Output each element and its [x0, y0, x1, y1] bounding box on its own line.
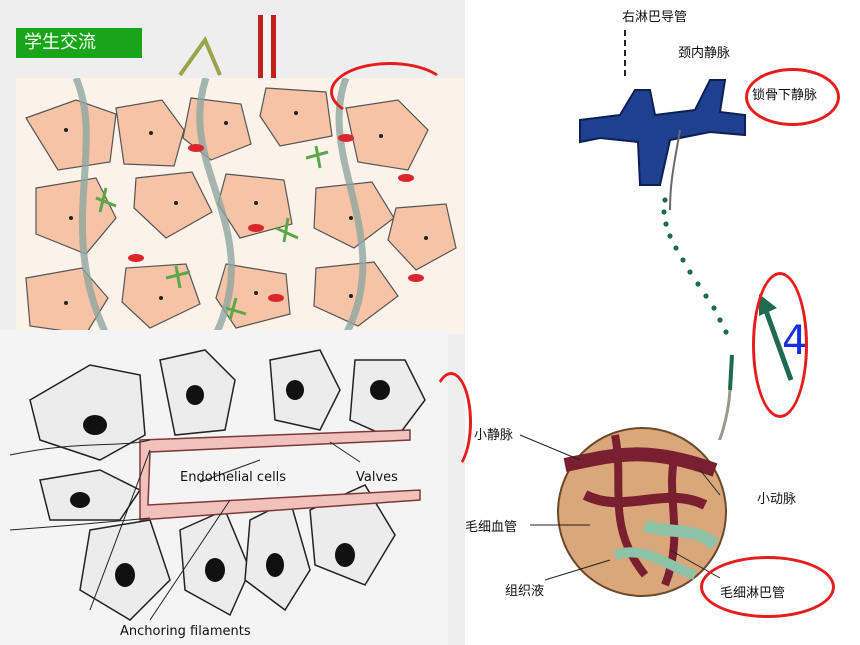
internal-jugular-vein-label: 颈内静脉	[678, 46, 731, 61]
tissue-cells-drawing	[25, 78, 457, 334]
thoracic-lymph-duct-drawing	[661, 197, 734, 440]
partial-top-highlight-circle	[330, 62, 450, 122]
student-exchange-badge: 学生交流	[16, 28, 142, 58]
tissue-fluid-label: 组织液	[505, 584, 545, 599]
endothelial-cells-label: Endothelial cells	[180, 470, 287, 485]
valves-label: Valves	[356, 470, 398, 485]
veins-junction-drawing	[579, 30, 746, 211]
right-lymph-duct-label: 右淋巴导管	[622, 10, 688, 25]
subclavian-highlight-circle	[745, 68, 840, 126]
venule-label: 小静脉	[474, 428, 514, 443]
background-vessel-sketch	[178, 15, 276, 80]
capillary-label: 毛细血管	[465, 520, 518, 535]
capillary-bed-drawing	[557, 427, 727, 597]
arteriole-label: 小动脉	[757, 492, 797, 507]
micro-cells-drawing	[9, 349, 426, 621]
partial-highlight-circle	[430, 372, 472, 472]
tissue-capillary-illustration	[16, 78, 464, 334]
anchoring-filaments-label: Anchoring filaments	[120, 624, 251, 639]
label-leader-lines	[519, 434, 721, 581]
arrow-highlight-circle	[752, 272, 808, 418]
lymph-capillary-highlight-circle	[700, 556, 835, 618]
lymph-capillary-micro-illustration: Endothelial cells Valves Anchoring filam…	[0, 330, 448, 645]
